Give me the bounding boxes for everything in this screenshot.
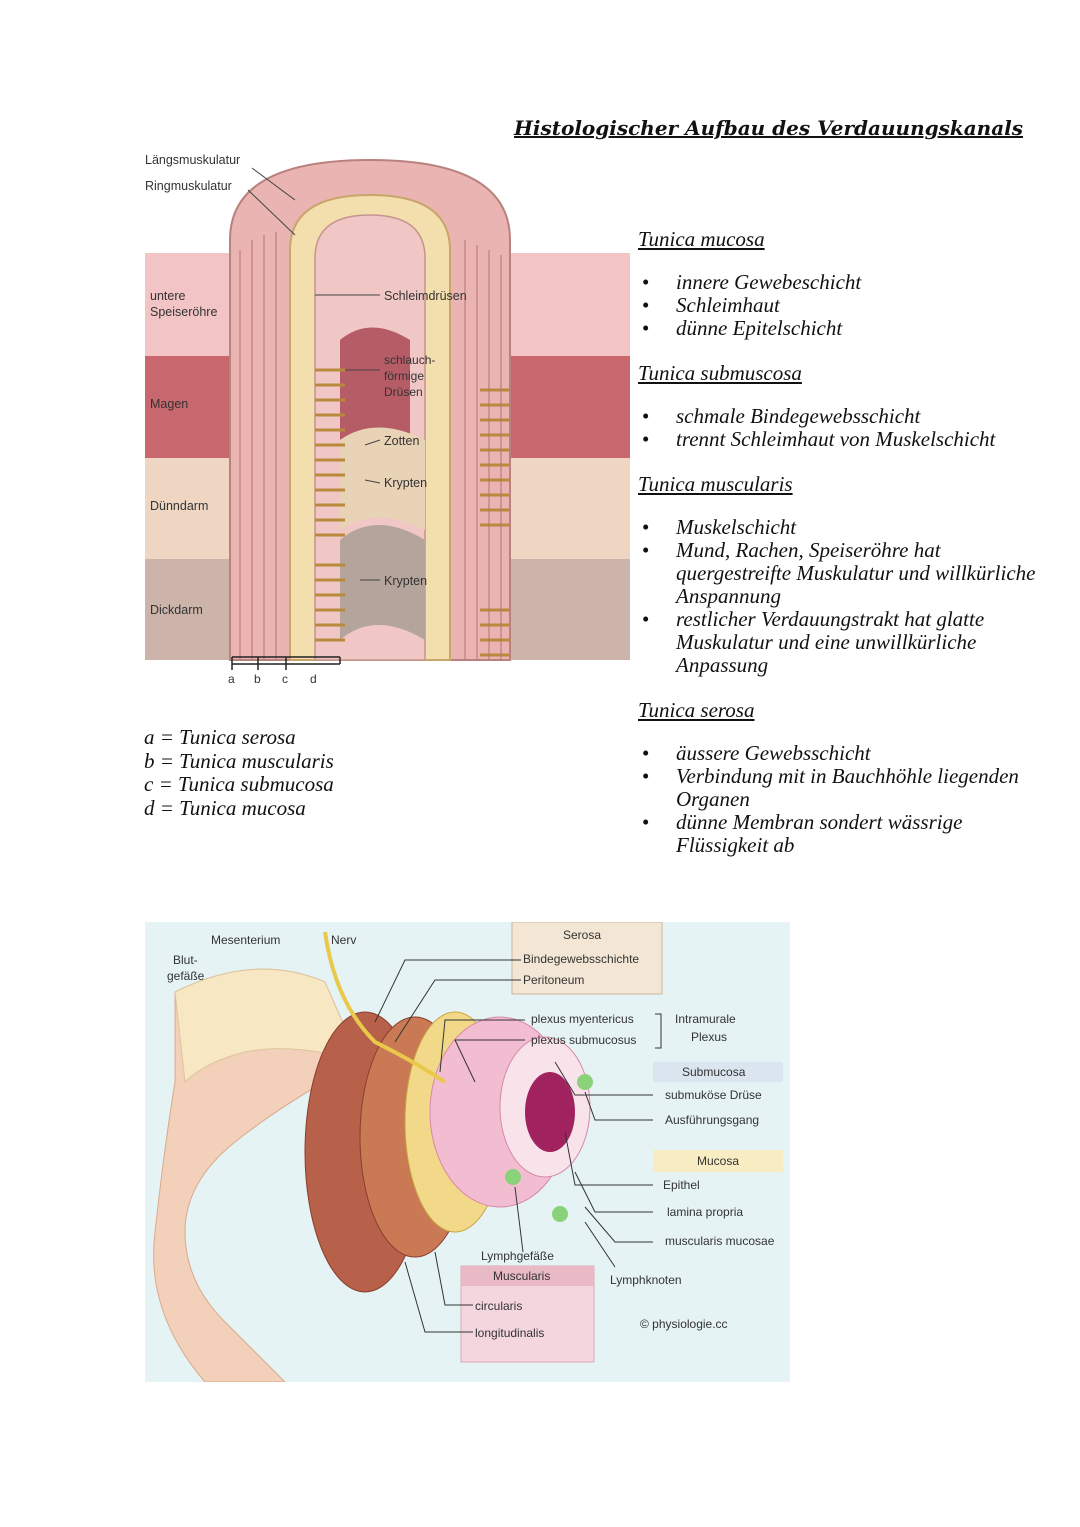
- list-item: dünne Epitelschicht: [638, 317, 1058, 341]
- list-item: Mund, Rachen, Speiseröhre hat quergestre…: [638, 539, 1058, 608]
- label-peritoneum: Peritoneum: [523, 973, 584, 987]
- mucosa-box: [653, 1150, 783, 1172]
- label-druesen: Drüsen: [384, 385, 423, 399]
- label-duenndarm: Dünndarm: [150, 499, 208, 513]
- label-intramurale: Intramurale: [675, 1012, 736, 1026]
- list-item: trennt Schleimhaut von Muskelschicht: [638, 428, 1058, 452]
- legend-item: d = Tunica mucosa: [144, 795, 306, 820]
- label-muscularis-mucosae: muscularis mucosae: [665, 1234, 775, 1248]
- section-tunica-muscularis: Tunica muscularis Muskelschicht Mund, Ra…: [638, 473, 1058, 677]
- section-heading: Tunica serosa: [638, 698, 755, 722]
- legend-item: b = Tunica muscularis: [144, 748, 334, 773]
- lumen-dickdarm: [340, 525, 425, 640]
- label-bindegewebsschichte: Bindegewebsschichte: [523, 952, 639, 966]
- label-copyright: © physiologie.cc: [640, 1317, 728, 1331]
- section-heading: Tunica muscularis: [638, 472, 793, 496]
- label-mucosa: Mucosa: [697, 1154, 739, 1168]
- label-submukoese-druese: submuköse Drüse: [665, 1088, 762, 1102]
- label-laengsmuskulatur: Längsmuskulatur: [145, 153, 240, 167]
- label-nerv: Nerv: [331, 933, 356, 947]
- legend-item: c = Tunica submucosa: [144, 772, 334, 796]
- label-dickdarm: Dickdarm: [150, 603, 203, 617]
- label-ausfuehrungsgang: Ausführungsgang: [665, 1113, 759, 1127]
- section-heading: Tunica mucosa: [638, 227, 765, 251]
- list-item: schmale Bindegewebsschicht: [638, 405, 1058, 429]
- nerve: [323, 931, 447, 1084]
- label-longitudinalis: longitudinalis: [475, 1326, 544, 1340]
- label-foermige: förmige: [384, 369, 424, 383]
- lymph-node: [505, 1169, 521, 1185]
- lymph-node: [552, 1206, 568, 1222]
- lumen-magen: [340, 327, 410, 440]
- lymph-node: [577, 1074, 593, 1090]
- intestine-wall-figure: Mesenterium Nerv Blut- gefäße Serosa Bin…: [145, 922, 790, 1382]
- bracket: [655, 1013, 662, 1049]
- label-schleimdruesen: Schleimdrüsen: [384, 289, 467, 303]
- marker-a: a: [228, 672, 235, 686]
- label-mesenterium: Mesenterium: [211, 933, 280, 947]
- label-gefaesse: gefäße: [167, 969, 205, 983]
- list-item: äussere Gewebsschicht: [638, 742, 1058, 766]
- serosa-box: [511, 922, 663, 995]
- marker-c: c: [282, 672, 288, 686]
- label-untere: untere: [150, 289, 185, 303]
- lumen-duenndarm: [340, 427, 425, 530]
- marker-b: b: [254, 672, 261, 686]
- section-tunica-mucosa: Tunica mucosa innere Gewebeschicht Schle…: [638, 227, 1058, 341]
- muscle-fibers: [239, 232, 502, 660]
- label-lymphgefaesse: Lymphgefäße: [481, 1249, 554, 1263]
- list-item: innere Gewebeschicht: [638, 271, 1058, 295]
- label-blut: Blut-: [173, 953, 198, 967]
- label-circularis: circularis: [475, 1299, 522, 1313]
- glands: [315, 368, 510, 657]
- label-magen: Magen: [150, 397, 188, 411]
- layer-legend: a = Tunica serosa b = Tunica muscularis …: [144, 725, 334, 820]
- label-serosa: Serosa: [563, 928, 601, 942]
- digestive-tube-cutaway-figure: Längsmuskulatur Ringmuskulatur untere Sp…: [145, 153, 630, 686]
- mesenterium-sheet: [174, 968, 361, 1084]
- label-lymphknoten: Lymphknoten: [610, 1273, 682, 1287]
- list-item: Muskelschicht: [638, 516, 1058, 540]
- legend-item: a = Tunica serosa: [144, 725, 296, 749]
- lumen: [525, 1072, 575, 1152]
- label-muscularis: Muscularis: [493, 1269, 550, 1283]
- list-item: Verbindung mit in Bauchhöhle liegenden O…: [638, 765, 1058, 811]
- label-submucosa: Submucosa: [682, 1065, 746, 1079]
- section-heading: Tunica submuscosa: [638, 361, 802, 385]
- label-lamina-propria: lamina propria: [667, 1205, 743, 1219]
- label-epithel: Epithel: [663, 1178, 700, 1192]
- label-ringmuskulatur: Ringmuskulatur: [145, 179, 232, 193]
- marker-d: d: [310, 672, 317, 686]
- layer-marker-bar: [231, 656, 341, 670]
- label-plexus-myentericus: plexus myentericus: [531, 1012, 634, 1026]
- section-tunica-submucosa: Tunica submuscosa schmale Bindegewebssch…: [638, 361, 1058, 452]
- list-item: dünne Membran sondert wässrige Flüssigke…: [638, 811, 1058, 857]
- section-tunica-serosa: Tunica serosa äussere Gewebsschicht Verb…: [638, 699, 1058, 857]
- list-item: restlicher Verdauungstrakt hat glatte Mu…: [638, 608, 1058, 677]
- label-plexus: Plexus: [691, 1030, 727, 1044]
- label-krypten-duenndarm: Krypten: [384, 476, 427, 490]
- leader-lines: [374, 959, 653, 1333]
- label-speiseroehre: Speiseröhre: [150, 305, 217, 319]
- label-krypten-dickdarm: Krypten: [384, 574, 427, 588]
- label-zotten: Zotten: [384, 434, 419, 448]
- submucosa-box: [653, 1062, 783, 1082]
- label-schlauch: schlauch-: [384, 353, 435, 367]
- layer-notes: Tunica mucosa innere Gewebeschicht Schle…: [638, 228, 1058, 879]
- label-plexus-submucosus: plexus submucosus: [531, 1033, 636, 1047]
- list-item: Schleimhaut: [638, 294, 1058, 318]
- page-title: Histologischer Aufbau des Verdauungskana…: [514, 116, 1024, 140]
- muscularis-header: [461, 1266, 594, 1286]
